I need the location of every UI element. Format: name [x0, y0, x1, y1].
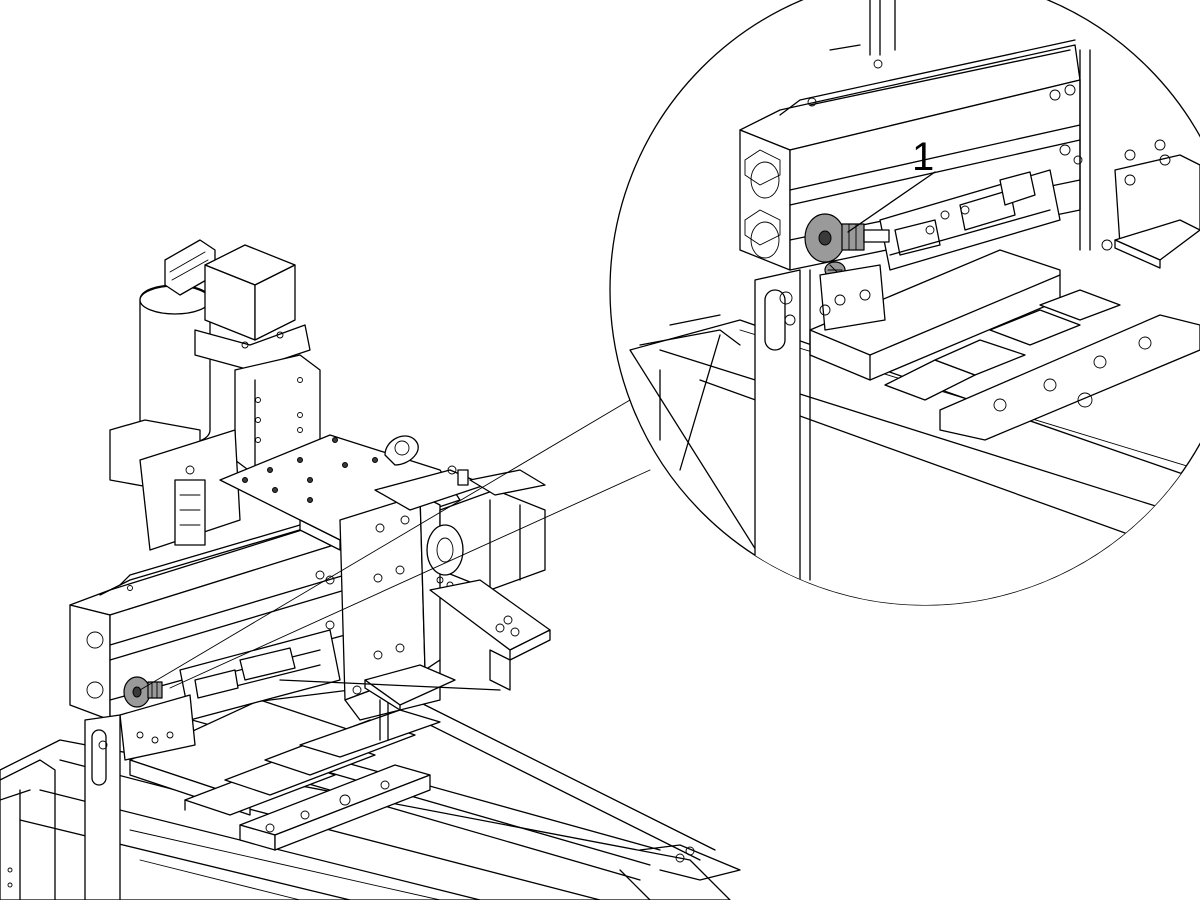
guide-carriage	[120, 630, 340, 760]
base-slats	[130, 700, 440, 815]
cross-bar	[240, 765, 430, 850]
end-plate	[85, 715, 120, 900]
callout-label: 1	[912, 135, 934, 179]
angled-shelf	[280, 580, 550, 690]
tray-bracket	[365, 466, 485, 710]
callout-1: 1	[848, 135, 935, 232]
detail-view: 1	[610, 0, 1200, 620]
horizontal-motor	[427, 470, 545, 590]
main-assembly	[0, 240, 740, 900]
bearing-wheel-main	[124, 677, 162, 707]
vertical-axis	[110, 240, 320, 550]
detail-leader-lines	[140, 400, 650, 690]
